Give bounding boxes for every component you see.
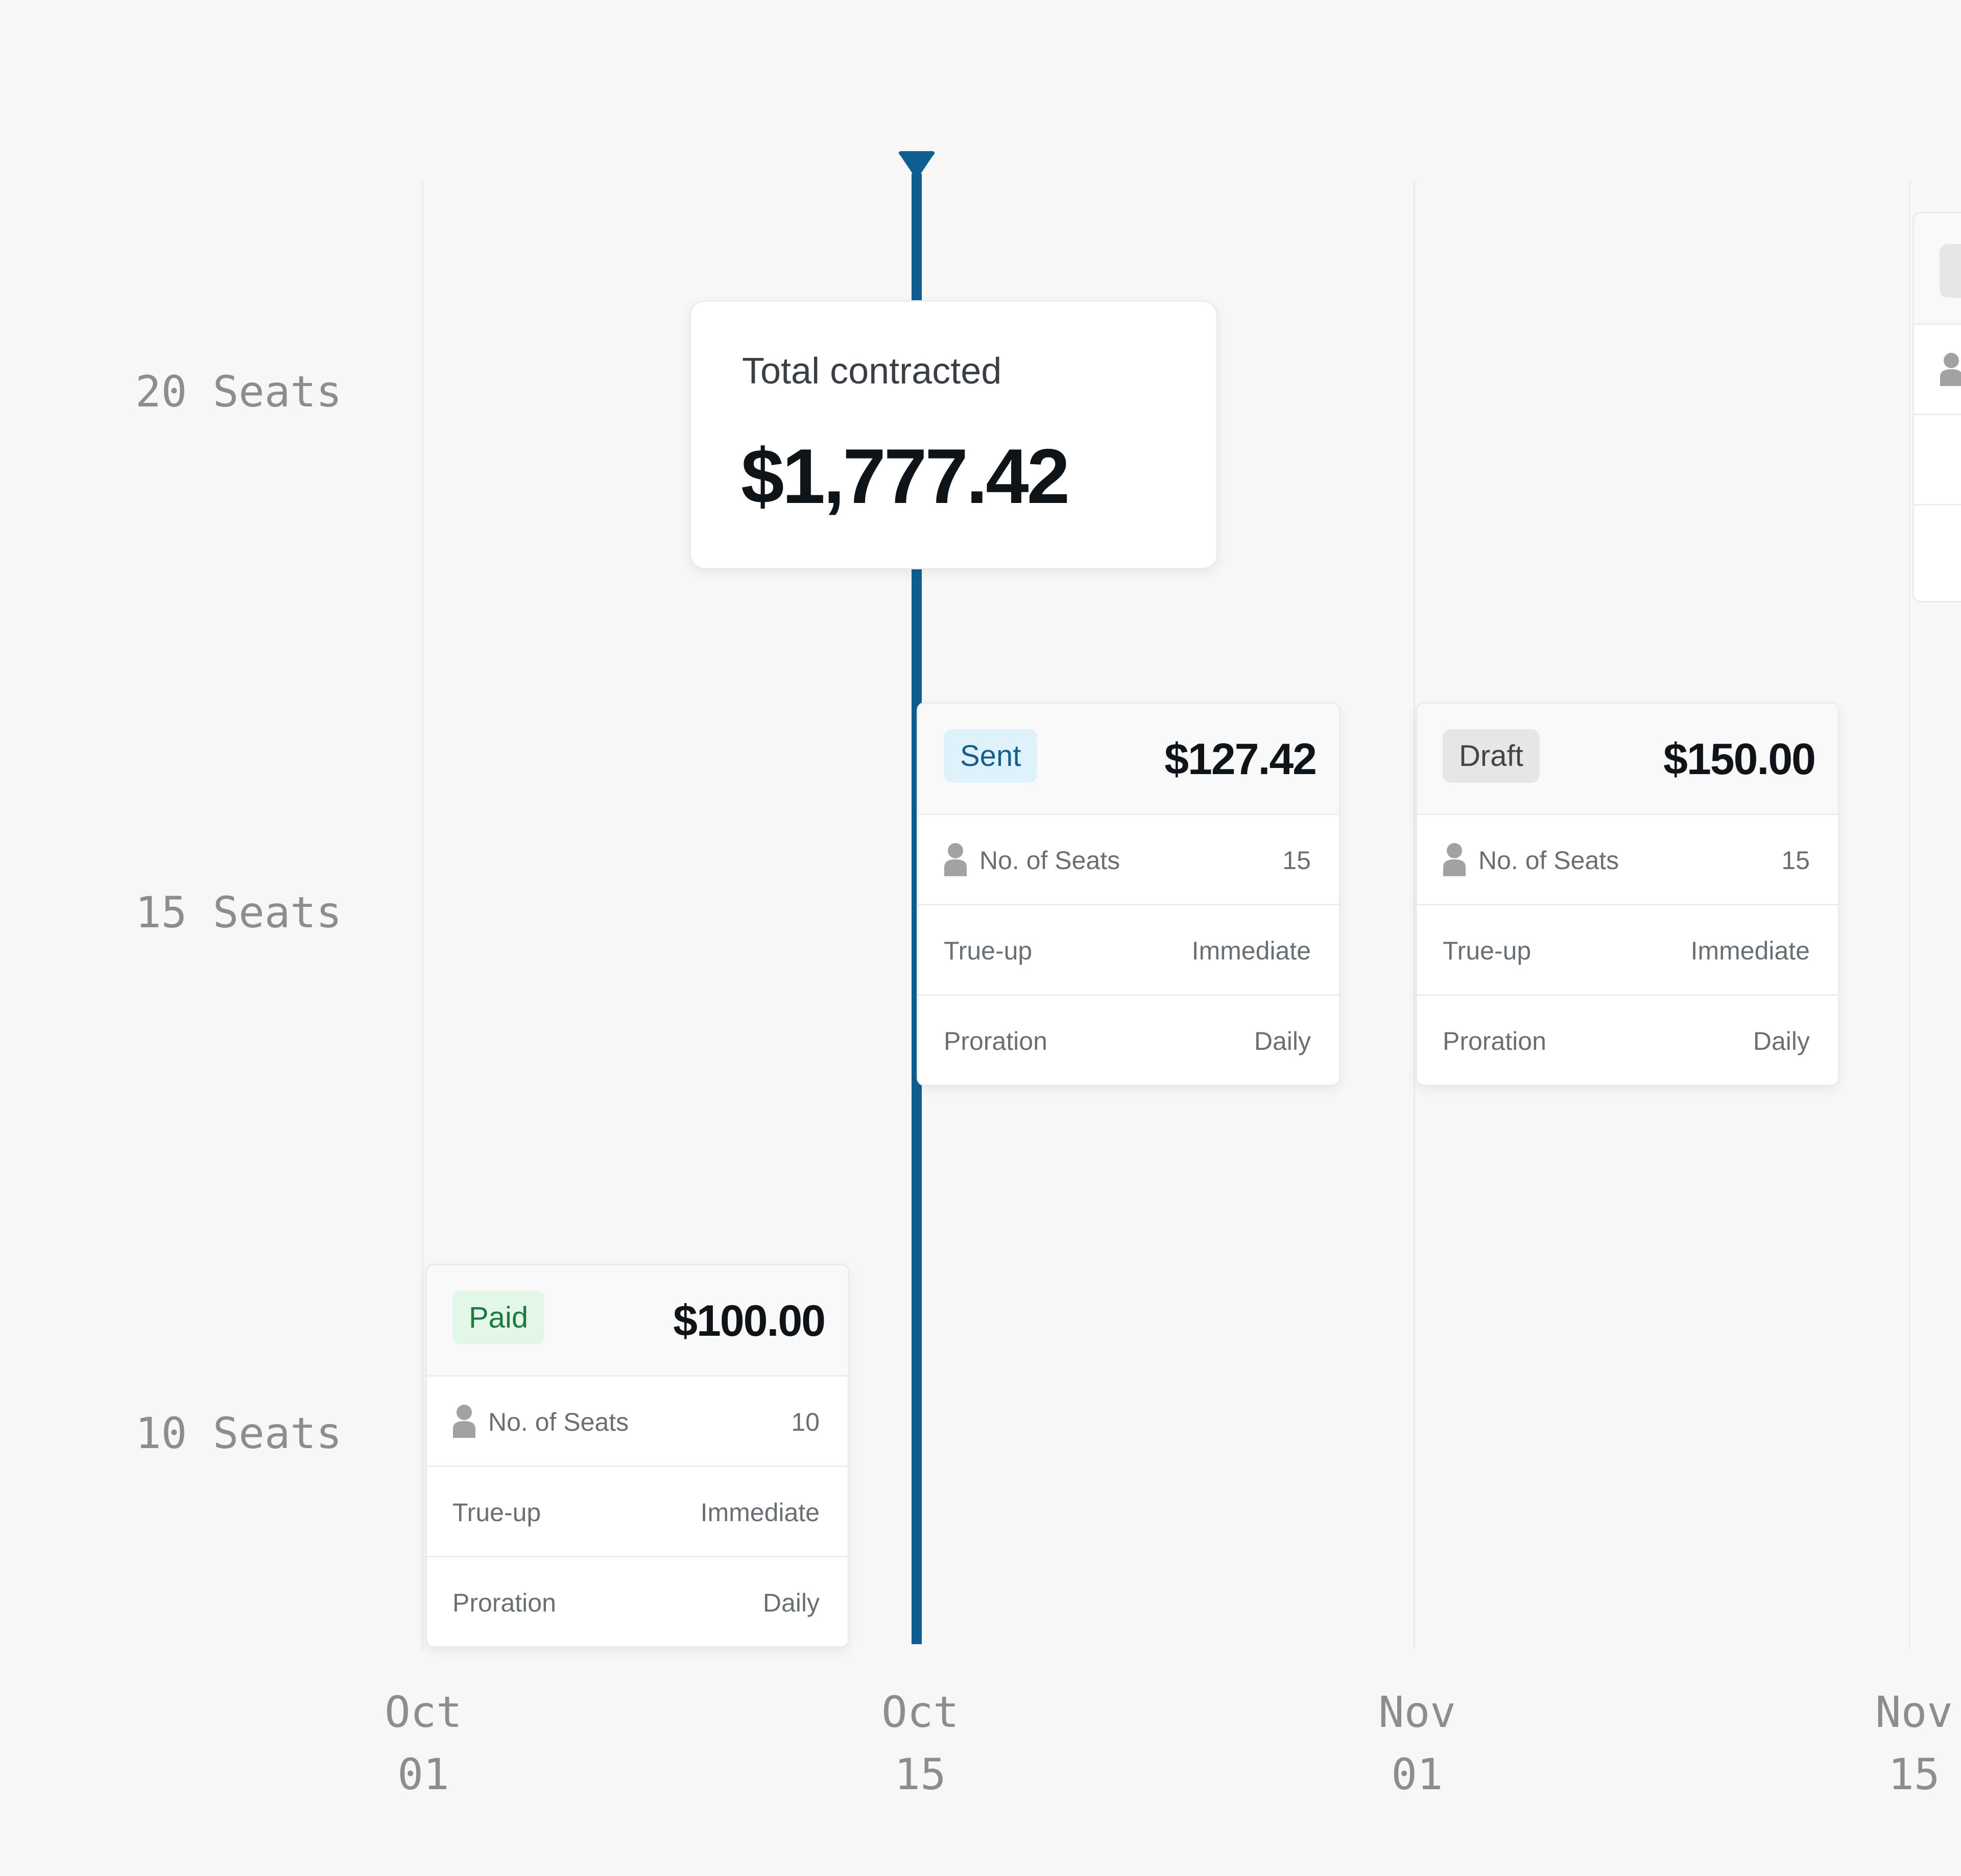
gridline-oct-01 — [422, 181, 423, 1649]
triangle-down-icon[interactable] — [899, 151, 935, 180]
proration-row: Proration Daily — [1417, 996, 1838, 1085]
y-label-20-seats: 20 Seats — [135, 367, 342, 417]
seats-value: 15 — [1781, 846, 1810, 875]
seats-label: No. of Seats — [1478, 846, 1619, 875]
y-label-10-seats: 10 Seats — [135, 1408, 342, 1458]
total-contracted-label: Total contracted — [742, 351, 1002, 392]
x-label-day: 15 — [894, 1749, 946, 1799]
x-label-month: Oct — [881, 1687, 959, 1737]
proration-value: Daily — [1254, 1027, 1311, 1055]
proration-label: Proration — [944, 1027, 1047, 1055]
proration-label: Proration — [1443, 1027, 1546, 1055]
y-label-15-seats: 15 Seats — [135, 887, 342, 937]
seats-value: 15 — [1282, 846, 1311, 875]
proration-row: Proration Daily — [427, 1557, 848, 1646]
invoice-header: Sent $127.42 — [918, 704, 1339, 815]
total-contracted-value: $1,777.42 — [741, 433, 1070, 520]
invoice-card-draft[interactable]: Draft $150.00 No. of Seats 15 True-up Im… — [1416, 702, 1839, 1086]
person-icon — [1443, 843, 1466, 876]
seats-label: No. of Seats — [488, 1408, 629, 1436]
x-label-month: Oct — [385, 1687, 462, 1737]
x-label-month: Nov — [1875, 1687, 1953, 1737]
seats-value: 10 — [791, 1408, 820, 1436]
invoice-amount: $127.42 — [1164, 735, 1317, 784]
trueup-row: True-up Immediate — [427, 1467, 848, 1557]
invoice-card-partial[interactable] — [1912, 212, 1961, 603]
seats-row: No. of Seats 10 — [427, 1377, 848, 1467]
invoice-card-sent[interactable]: Sent $127.42 No. of Seats 15 True-up Imm… — [917, 702, 1341, 1086]
seats-row: No. of Seats 15 — [918, 815, 1339, 905]
x-label-oct-01: Oct 01 — [347, 1681, 500, 1806]
proration-value: Daily — [762, 1589, 820, 1617]
status-badge: Paid — [452, 1291, 545, 1344]
x-label-month: Nov — [1378, 1687, 1456, 1737]
person-icon — [944, 843, 967, 876]
trueup-label: True-up — [944, 936, 1033, 965]
total-contracted-card: Total contracted $1,777.42 — [689, 300, 1218, 569]
proration-row: Proration Daily — [918, 996, 1339, 1085]
trueup-row: True-up Immediate — [918, 905, 1339, 996]
trueup-label: True-up — [452, 1498, 541, 1527]
person-icon — [453, 1405, 475, 1438]
invoice-amount: $100.00 — [673, 1296, 826, 1345]
proration-row — [1914, 506, 1961, 594]
x-label-oct-15: Oct 15 — [844, 1681, 997, 1806]
gridline-nov-01 — [1414, 181, 1415, 1649]
x-label-nov-15: Nov 15 — [1837, 1681, 1961, 1806]
trueup-row: True-up Immediate — [1417, 905, 1838, 996]
x-label-day: 15 — [1888, 1749, 1940, 1799]
invoice-amount: $150.00 — [1663, 735, 1816, 784]
trueup-value: Immediate — [1690, 936, 1810, 965]
trueup-value: Immediate — [700, 1498, 820, 1527]
trueup-label: True-up — [1443, 936, 1532, 965]
invoice-header: Draft $150.00 — [1417, 704, 1838, 815]
seats-row: No. of Seats 15 — [1417, 815, 1838, 905]
trueup-value: Immediate — [1191, 936, 1311, 965]
status-badge — [1940, 244, 1961, 298]
x-label-nov-01: Nov 01 — [1341, 1681, 1494, 1806]
invoice-header: Paid $100.00 — [427, 1265, 848, 1377]
seats-label: No. of Seats — [979, 846, 1120, 875]
x-label-day: 01 — [397, 1749, 449, 1799]
status-badge: Sent — [944, 729, 1038, 783]
invoice-card-paid[interactable]: Paid $100.00 No. of Seats 10 True-up Imm… — [425, 1264, 849, 1648]
trueup-row — [1914, 415, 1961, 506]
x-label-day: 01 — [1391, 1749, 1443, 1799]
person-icon — [1940, 353, 1961, 386]
proration-value: Daily — [1753, 1027, 1810, 1055]
status-badge: Draft — [1443, 729, 1540, 783]
invoice-header — [1914, 213, 1961, 325]
proration-label: Proration — [452, 1589, 556, 1617]
seats-row — [1914, 325, 1961, 415]
gridline-nov-15 — [1909, 181, 1910, 1649]
